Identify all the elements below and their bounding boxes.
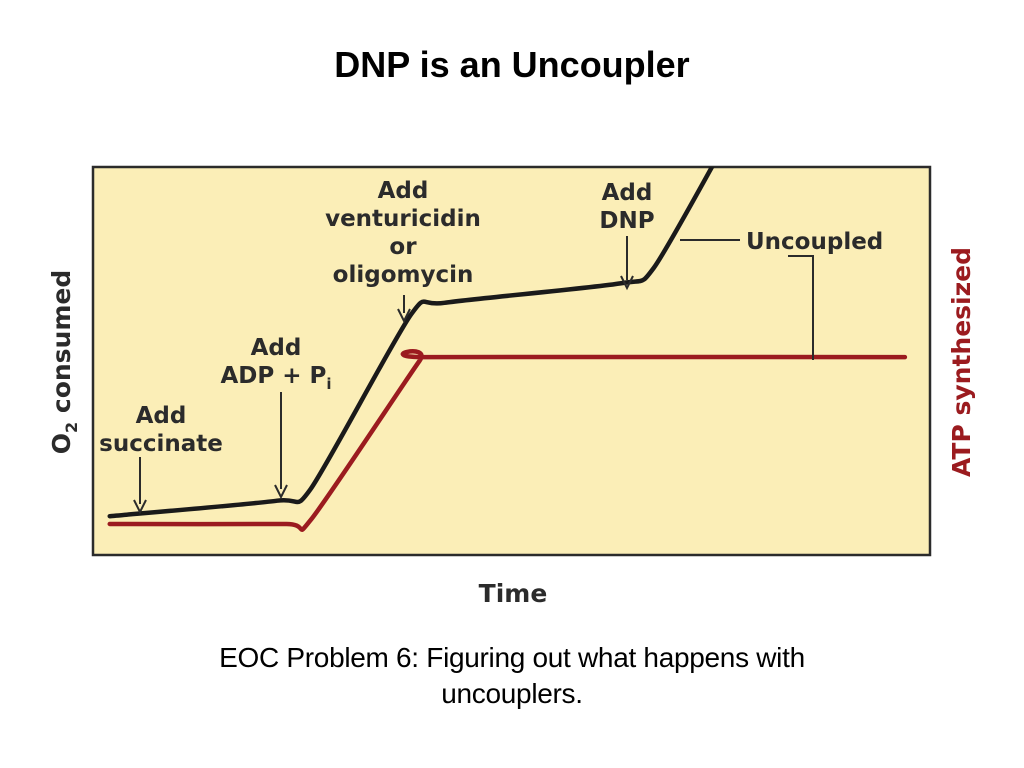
annotation-line: Add (251, 335, 302, 361)
annotation-arrowhead (397, 308, 411, 324)
annotation-line: succinate (99, 431, 223, 457)
slide-title: DNP is an Uncoupler (334, 44, 690, 85)
plot-area (91, 165, 932, 557)
y-axis-label-left: O2 consumed (47, 270, 81, 454)
annotation-line: DNP (599, 208, 654, 234)
annotation-line: Add (136, 403, 187, 429)
x-axis-label: Time (479, 579, 548, 608)
uncoupled-connector-down (788, 255, 814, 360)
atp-synthesized-line (107, 349, 908, 532)
annotation-arrowhead (620, 275, 634, 291)
caption-line-2: uncouplers. (441, 678, 583, 709)
annotation-line: Add (378, 178, 429, 204)
caption-line-1: EOC Problem 6: Figuring out what happens… (219, 642, 805, 673)
annotation-subscript: i (326, 375, 331, 393)
o2-consumed-line (107, 167, 715, 519)
annotation-uncoupled: Uncoupled (680, 229, 883, 360)
annotation-line: or (389, 234, 417, 260)
annotation-line: oligomycin (333, 262, 474, 288)
annotation-arrowhead (133, 499, 147, 515)
caption: EOC Problem 6: Figuring out what happens… (112, 640, 912, 712)
annotation-line: ADP + Pi (220, 363, 331, 393)
annotation-arrowhead (274, 484, 288, 500)
annotation-line: Add (602, 180, 653, 206)
annotation-line: venturicidin (325, 206, 481, 232)
annotation-line: Uncoupled (746, 229, 883, 255)
y-axis-label-right: ATP synthesized (947, 247, 976, 477)
series-layer (107, 167, 908, 532)
